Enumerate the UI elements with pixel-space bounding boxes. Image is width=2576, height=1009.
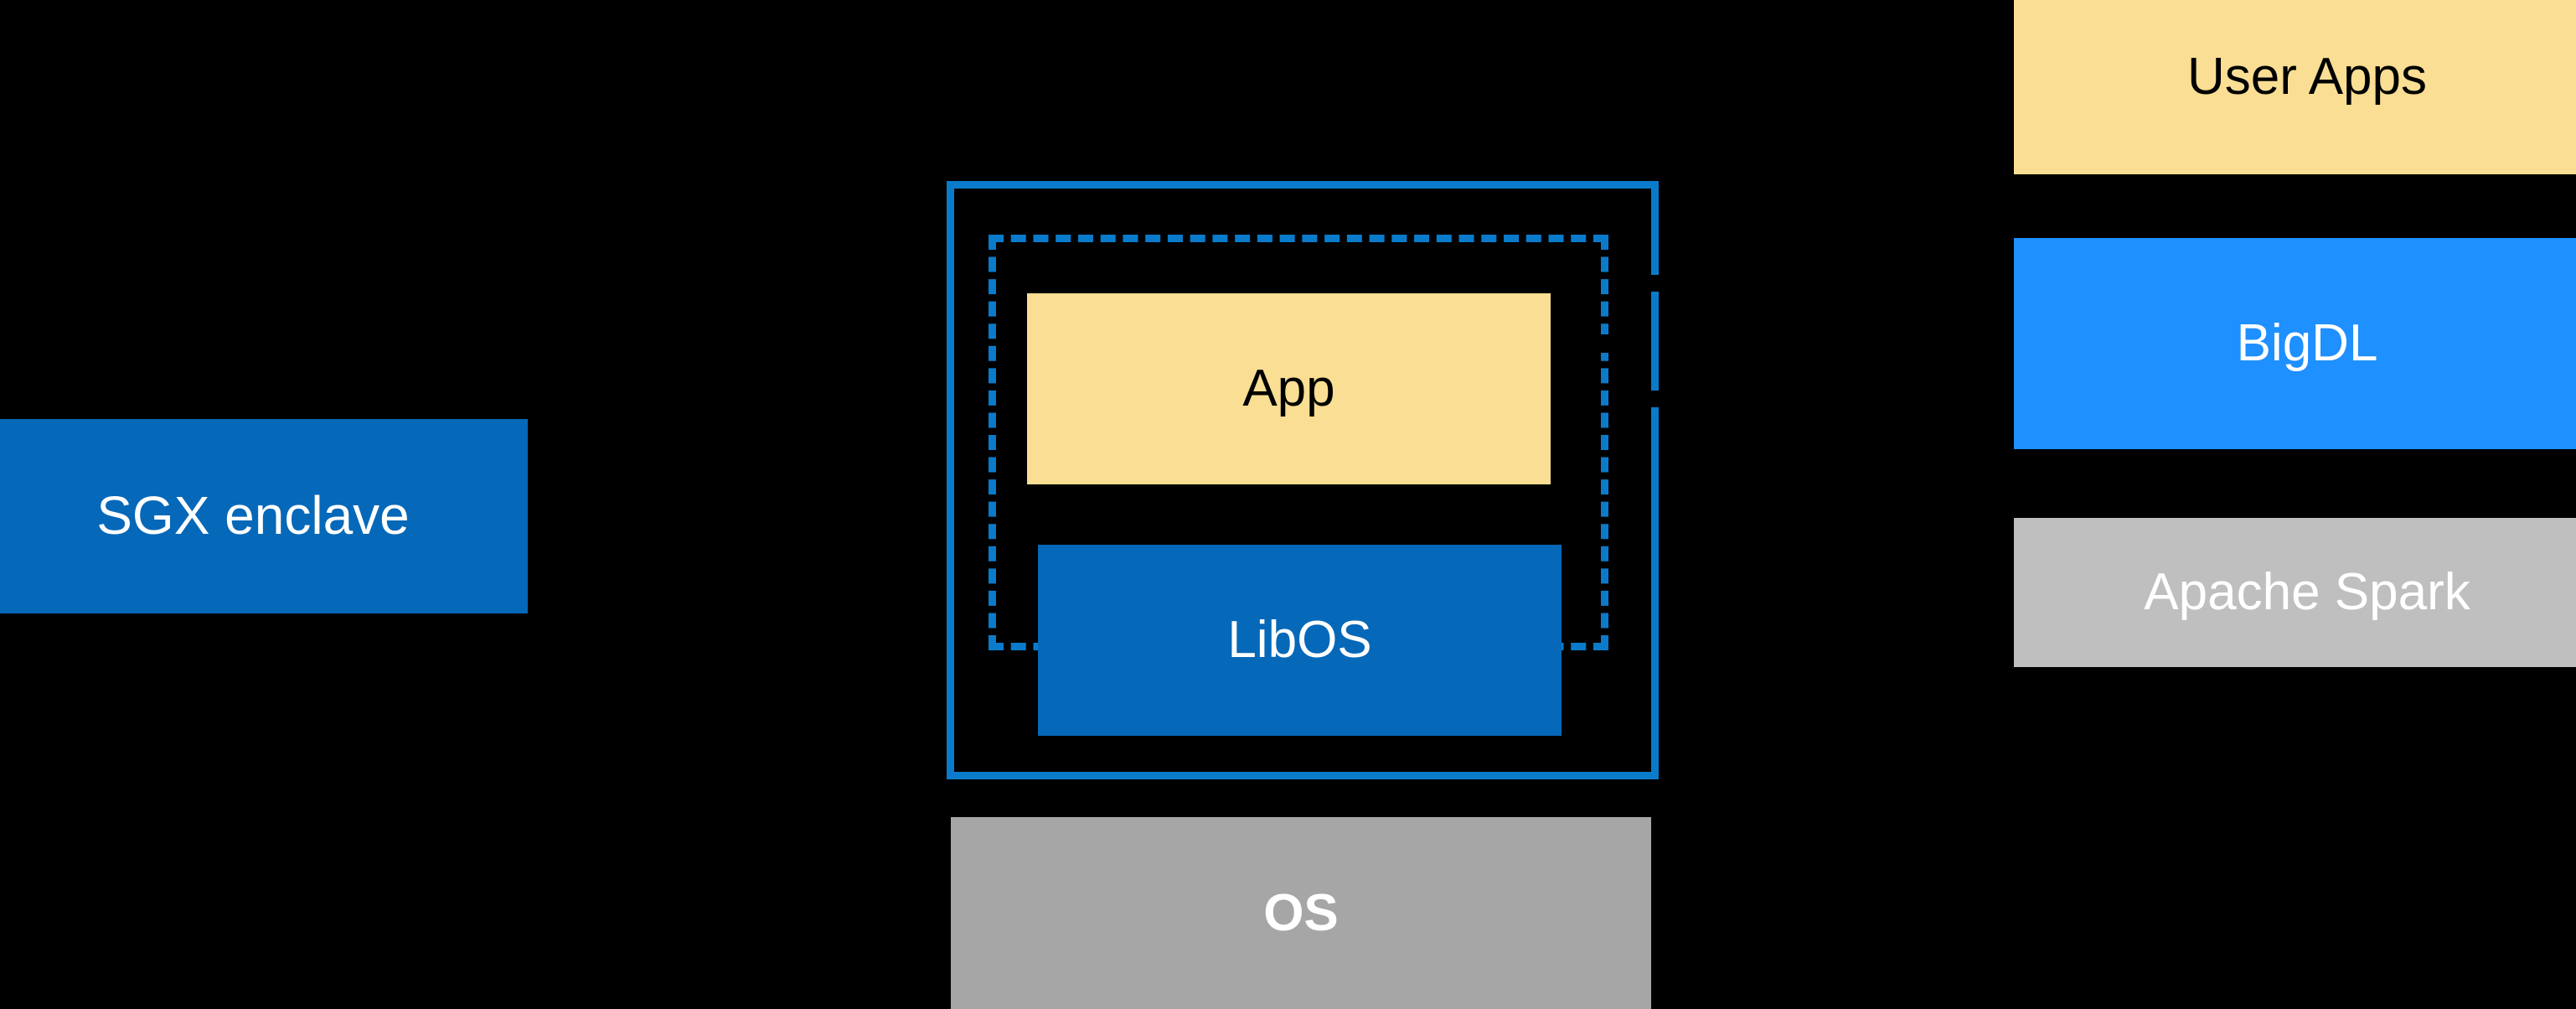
node-bigdl-label: BigDL xyxy=(2236,314,2378,373)
node-user-apps[interactable]: User Apps xyxy=(2014,0,2576,174)
node-bigdl[interactable]: BigDL xyxy=(2014,238,2576,449)
border-crossing-gap-upper xyxy=(1644,275,1663,292)
connector-userapps-to-app xyxy=(1550,206,2011,397)
node-sgx-enclave[interactable]: SGX enclave xyxy=(0,419,528,613)
node-os[interactable]: OS xyxy=(951,817,1651,1009)
node-apache-spark[interactable]: Apache Spark xyxy=(2014,518,2576,667)
connector-bigdl-to-app xyxy=(1551,357,2011,402)
border-crossing-gap-dashed xyxy=(1597,334,1617,353)
node-apache-spark-label: Apache Spark xyxy=(2144,563,2470,622)
node-os-label: OS xyxy=(1263,883,1339,942)
node-libos[interactable]: LibOS xyxy=(1038,545,1562,736)
border-crossing-gap-lower xyxy=(1644,391,1663,407)
connector-sgx-to-enclave xyxy=(513,506,637,520)
node-user-apps-label: User Apps xyxy=(2186,48,2428,106)
node-sgx-enclave-label: SGX enclave xyxy=(96,485,410,546)
node-app-label: App xyxy=(1242,360,1335,418)
node-app[interactable]: App xyxy=(1027,293,1551,484)
node-libos-label: LibOS xyxy=(1227,611,1372,670)
